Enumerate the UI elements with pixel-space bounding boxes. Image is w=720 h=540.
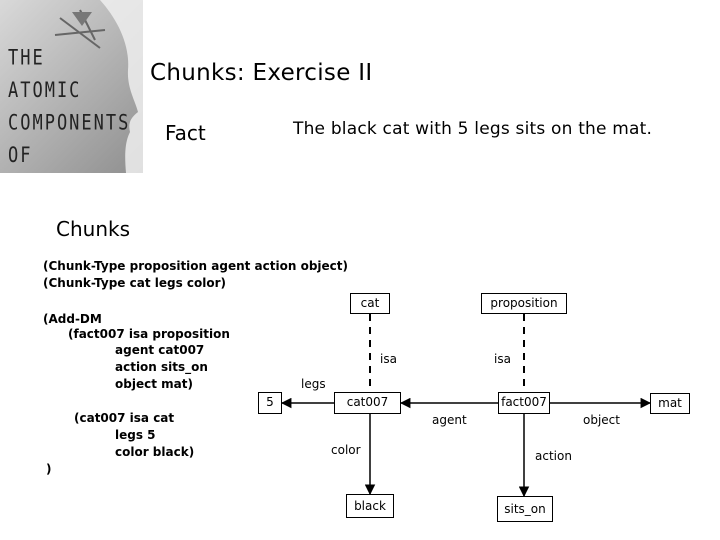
edge-label-isa-cat: isa — [380, 352, 397, 366]
logo-line: THE — [8, 45, 45, 71]
fact-chunk-line: object mat) — [115, 377, 193, 391]
node-proposition: proposition — [481, 293, 567, 314]
edge-label-action: action — [535, 449, 572, 463]
edge-label-legs: legs — [301, 377, 326, 391]
fact-label: Fact — [165, 121, 206, 145]
node-cat: cat — [350, 293, 390, 314]
add-dm-line: (Add-DM — [43, 312, 102, 326]
node-five: 5 — [258, 392, 282, 414]
slide-title: Chunks: Exercise II — [150, 60, 373, 86]
head-profile-icon — [54, 0, 143, 173]
node-cat007: cat007 — [334, 392, 401, 414]
edge-label-color: color — [331, 443, 361, 457]
fact-chunk-line: action sits_on — [115, 360, 208, 374]
add-dm-close: ) — [46, 462, 52, 476]
cat-chunk-line: color black) — [115, 445, 195, 459]
chunk-type-line: (Chunk-Type cat legs color) — [43, 276, 227, 290]
cat-chunk-line: (cat007 isa cat — [74, 411, 175, 425]
logo-wordmark: THE ATOMIC COMPONENTS OF THOUGHT — [8, 42, 131, 173]
fact-sentence: The black cat with 5 legs sits on the ma… — [293, 119, 653, 139]
fact-chunk-line: agent cat007 — [115, 343, 205, 357]
edge-label-isa-proposition: isa — [494, 352, 511, 366]
logo-line: COMPONENTS — [8, 110, 131, 136]
edge-label-object: object — [583, 413, 620, 427]
node-black: black — [346, 494, 394, 518]
section-label: Chunks — [56, 217, 130, 241]
node-mat: mat — [650, 393, 690, 414]
node-sits-on: sits_on — [497, 496, 553, 522]
cat-chunk-line: legs 5 — [115, 428, 156, 442]
logo-line: OF THOUGHT — [8, 143, 33, 169]
logo-line: ATOMIC — [8, 78, 82, 104]
chunk-type-line: (Chunk-Type proposition agent action obj… — [43, 259, 348, 273]
atomic-components-logo: THE ATOMIC COMPONENTS OF THOUGHT — [0, 0, 143, 173]
fact-chunk-line: (fact007 isa proposition — [68, 327, 230, 341]
node-fact007: fact007 — [498, 392, 550, 414]
edge-label-agent: agent — [432, 413, 467, 427]
